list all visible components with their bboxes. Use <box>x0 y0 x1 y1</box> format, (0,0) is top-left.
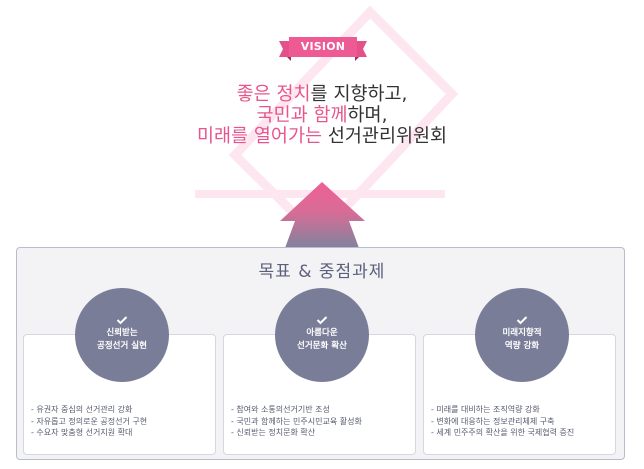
task-item: - 미래를 대비하는 조직역량 강화 <box>431 405 540 414</box>
task-item: - 참여와 소통의선거기반 조성 <box>231 405 330 414</box>
goal-title-line: 신뢰받는 <box>106 328 138 338</box>
task-item: - 자유롭고 정의로운 공정선거 구현 <box>31 416 148 426</box>
goals-title: 목표 & 중점과제 <box>258 262 386 282</box>
goal-circle-2: 아름다운 선거문화 확산 <box>275 288 369 382</box>
vision-label: VISION <box>300 40 346 53</box>
vision-line-2: 국민과 함께하며, <box>140 105 504 126</box>
goal-circle-1: 신뢰받는 공정선거 실현 <box>75 288 169 382</box>
goal-title-line: 역량 강화 <box>504 341 540 351</box>
check-icon <box>116 316 128 325</box>
goal-title-line: 선거문화 확산 <box>297 341 347 351</box>
vision-line-1: 좋은 정치를 지향하고, <box>140 84 504 105</box>
goal-title-2: 아름다운 선거문화 확산 <box>275 327 369 353</box>
vision-statement: 좋은 정치를 지향하고, 국민과 함께하며, 미래를 열어가는 선거관리위원회 <box>140 84 504 147</box>
vision-line-1-highlight: 좋은 정치 <box>236 84 311 105</box>
task-item: - 세계 민주주의 확산을 위한 국제협력 증진 <box>431 428 575 437</box>
goal-circle-3: 미래지향적 역량 강화 <box>475 288 569 382</box>
task-item: - 유권자 중심의 선거관리 강화 <box>31 405 133 414</box>
ribbon-icon <box>279 37 367 61</box>
vision-line-1-rest: 를 지향하고, <box>310 84 408 105</box>
goal-title-3: 미래지향적 역량 강화 <box>475 327 569 353</box>
vision-line-2-rest: 하며, <box>347 105 388 126</box>
check-icon <box>316 316 328 325</box>
task-list-2: - 참여와 소통의선거기반 조성 - 국민과 함께하는 민주시민교육 활성화 -… <box>231 404 362 439</box>
task-list-1: - 유권자 중심의 선거관리 강화 - 자유롭고 정의로운 공정선거 구현 - … <box>31 404 147 439</box>
task-item: - 국민과 함께하는 민주시민교육 활성화 <box>231 416 362 426</box>
vision-line-3-highlight: 미래를 열어가는 <box>196 126 322 147</box>
goal-title-line: 공정선거 실현 <box>97 341 147 351</box>
goal-title-1: 신뢰받는 공정선거 실현 <box>75 327 169 353</box>
task-item: - 변화에 대응하는 정보관리체제 구축 <box>431 416 555 426</box>
up-arrow-icon <box>280 182 365 248</box>
goal-title-line: 미래지향적 <box>502 328 542 338</box>
vision-line-3: 미래를 열어가는 선거관리위원회 <box>140 126 504 147</box>
task-item: - 수요자 맞춤형 선거지원 확대 <box>31 428 133 437</box>
check-icon <box>516 316 528 325</box>
vision-badge: VISION <box>279 37 367 61</box>
vision-line-3-rest: 선거관리위원회 <box>322 126 448 147</box>
task-list-3: - 미래를 대비하는 조직역량 강화 - 변화에 대응하는 정보관리체제 구축 … <box>431 404 574 439</box>
task-item: - 신뢰받는 정치문화 확산 <box>231 428 316 437</box>
vision-line-2-highlight: 국민과 함께 <box>256 105 348 126</box>
goal-title-line: 아름다운 <box>306 328 338 338</box>
